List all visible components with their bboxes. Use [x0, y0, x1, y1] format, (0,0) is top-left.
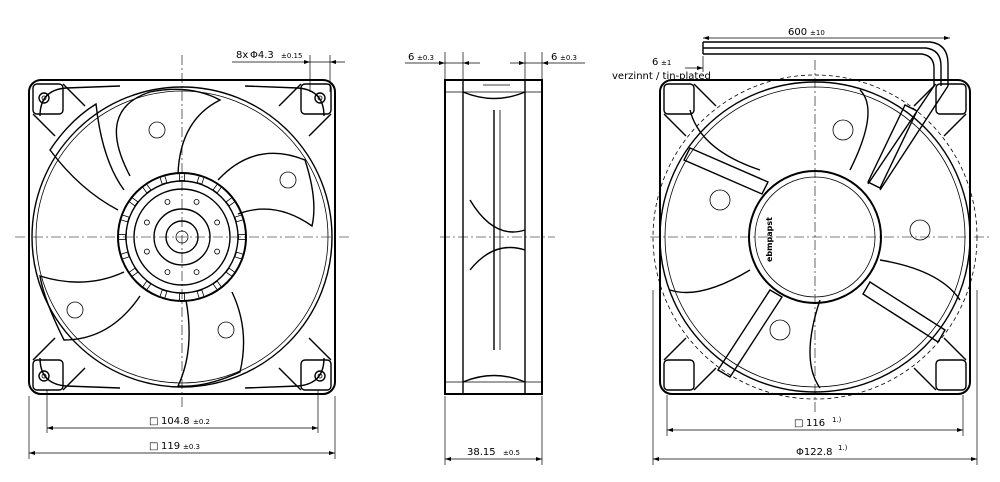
depth-tolerance: ±0.5 — [503, 449, 520, 457]
fan-blades — [39, 88, 315, 387]
hub-tooth — [212, 280, 222, 291]
hub-tooth — [159, 175, 168, 185]
hub-hole — [164, 198, 171, 205]
mounting-corner-tr — [278, 83, 332, 137]
hub-tooth — [212, 183, 222, 194]
support-struts — [683, 104, 946, 378]
hole-pitch-symbol: □ — [794, 418, 803, 429]
depth-value: 38.15 — [467, 447, 496, 458]
hub-tooth — [120, 251, 130, 260]
rear-dimensions: 600 ±10 6 ±1 verzinnt / tin-plated □ 116… — [612, 27, 978, 465]
inner-square-value: 104.8 — [161, 416, 190, 427]
brand-logo: ebmpapst — [765, 217, 774, 262]
inner-square-symbol: □ — [149, 416, 158, 427]
side-left-tolerance: ±0.3 — [417, 54, 434, 62]
rear-view: ebmpapst — [650, 41, 990, 415]
hub-hole — [193, 198, 200, 205]
hub-tooth — [196, 175, 205, 185]
hub-hole — [214, 219, 221, 226]
side-right-tolerance: ±0.3 — [560, 54, 577, 62]
hub-tooth — [225, 267, 236, 277]
hub — [117, 172, 247, 302]
hub-tooth — [142, 183, 152, 194]
side-view — [440, 79, 555, 395]
hub-tooth — [179, 293, 185, 301]
strip-length-tolerance: ±1 — [661, 59, 671, 67]
side-dimensions: 6 ±0.3 6 ±0.3 38.15 ±0.5 — [405, 52, 585, 465]
lead-wire — [702, 41, 949, 191]
mounting-corner-tl — [32, 83, 86, 137]
front-dimensions: 8x Φ4.3 ±0.15 □ 104.8 ±0.2 □ 119 ±0.3 — [28, 50, 345, 459]
diameter-note: 1.) — [838, 444, 848, 452]
outer-square-value: 119 — [161, 441, 180, 452]
front-view — [15, 55, 352, 410]
hole-count-label: 8x — [236, 50, 248, 61]
hole-pitch-value: 116 — [806, 418, 825, 429]
side-left-value: 6 — [408, 52, 414, 63]
outer-square-symbol: □ — [149, 441, 158, 452]
hub-tooth — [234, 214, 244, 223]
hole-pitch-note: 1.) — [832, 416, 842, 424]
hub-hole — [193, 269, 200, 276]
hub-tooth — [142, 280, 152, 291]
rear-corner-bl — [663, 337, 717, 391]
mounting-corner-bl — [32, 337, 86, 391]
side-right-value: 6 — [551, 52, 557, 63]
rear-corner-tl — [663, 83, 717, 137]
hub-hole — [143, 219, 150, 226]
lead-length-value: 600 — [788, 27, 807, 38]
rear-corner-tr — [913, 83, 967, 137]
hub-tooth — [238, 234, 246, 240]
hub-tooth — [234, 251, 244, 260]
diameter-value: Φ122.8 — [796, 447, 833, 458]
rear-corner-br — [913, 337, 967, 391]
hub-tooth — [128, 197, 139, 207]
hub-tooth — [196, 289, 205, 299]
hub-tooth — [225, 197, 236, 207]
hub-hole — [214, 248, 221, 255]
mounting-corner-br — [278, 337, 332, 391]
outer-square-tolerance: ±0.3 — [183, 443, 200, 451]
hub-tooth — [128, 267, 139, 277]
hole-tolerance: ±0.15 — [281, 52, 302, 60]
hole-diameter-label: Φ4.3 — [250, 50, 274, 61]
strip-length-value: 6 — [652, 57, 658, 68]
hub-tooth — [120, 214, 130, 223]
hub-tooth — [159, 289, 168, 299]
inner-square-tolerance: ±0.2 — [193, 418, 210, 426]
lead-length-tolerance: ±10 — [810, 29, 825, 37]
hub-hole — [164, 269, 171, 276]
tin-plated-note: verzinnt / tin-plated — [612, 71, 711, 82]
hub-hole — [143, 248, 150, 255]
hub-tooth — [179, 173, 185, 181]
hub-tooth — [118, 234, 126, 240]
